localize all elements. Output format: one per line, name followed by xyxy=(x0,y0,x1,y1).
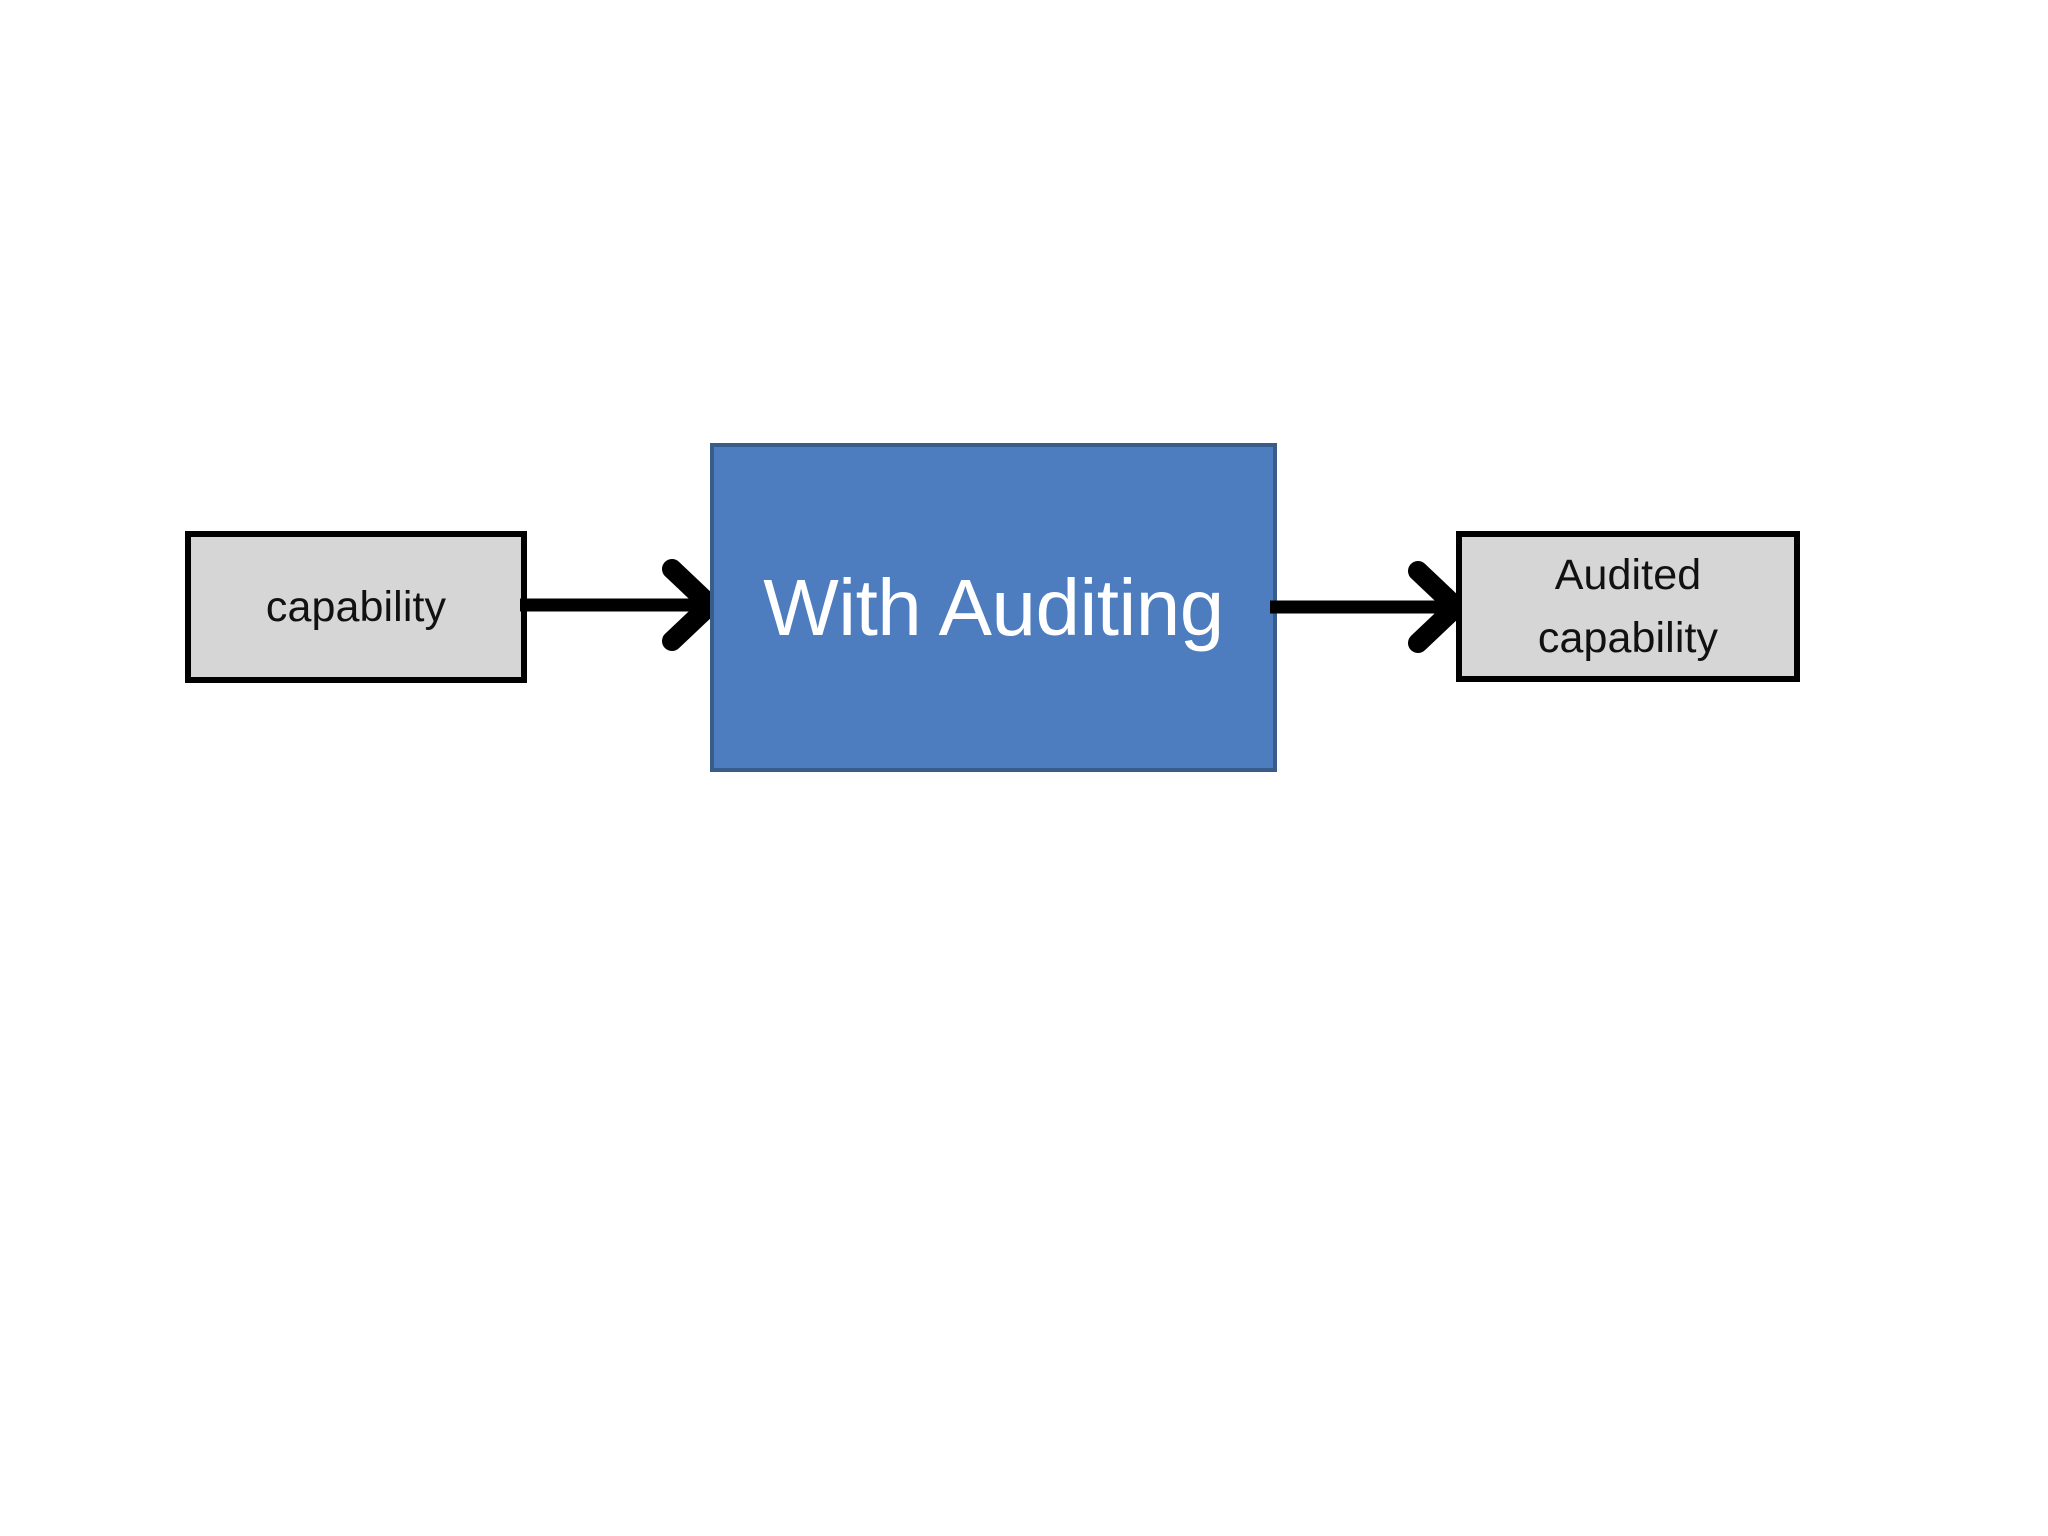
node-capability[interactable]: capability xyxy=(185,531,527,683)
node-with-auditing[interactable]: With Auditing xyxy=(710,443,1277,772)
node-capability-label: capability xyxy=(265,582,447,631)
arrow-capability-to-auditing xyxy=(520,559,725,651)
node-with-auditing-label: With Auditing xyxy=(763,562,1224,652)
node-audited-capability[interactable]: Audited capability xyxy=(1456,531,1800,682)
arrow-auditing-to-audited xyxy=(1270,561,1471,653)
node-audited-capability-label: Audited capability xyxy=(1537,551,1719,662)
